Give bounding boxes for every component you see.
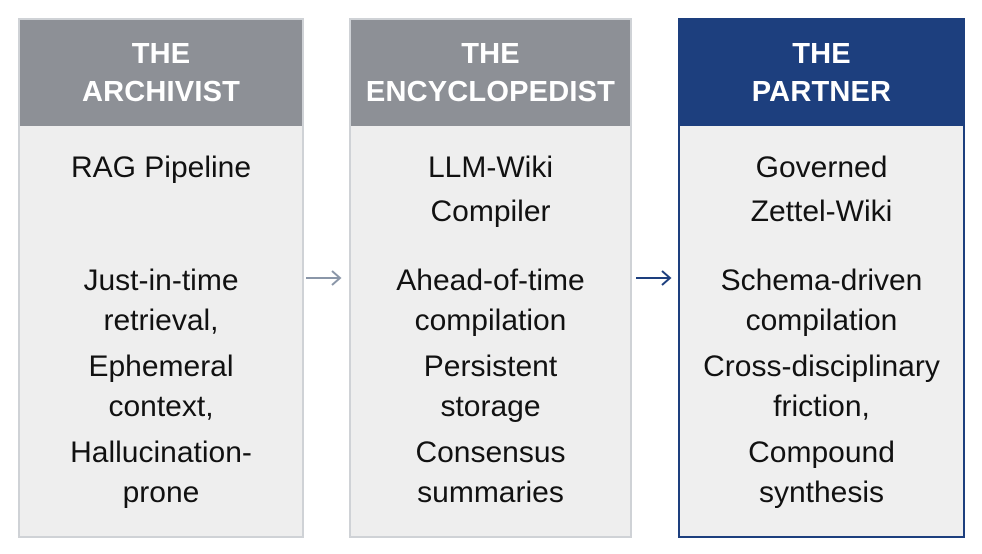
title-line: LLM-Wiki [428,151,553,184]
list-item-line: retrieval, [103,304,219,337]
list-item: Ahead-of-time compilation [351,261,630,341]
arrow-right-icon [306,270,342,286]
list-item-line: Compound [748,436,895,469]
column-body: Just-in-time retrieval, Ephemeral contex… [20,261,302,519]
list-item-line: Cross-disciplinary [703,350,940,383]
header-line: THE [792,38,851,70]
list-item-line: compilation [745,304,898,337]
column-body: Ahead-of-time compilation Persistent sto… [351,261,630,519]
list-item: Persistent storage [351,347,630,427]
column-title: LLM-Wiki Compiler [351,146,630,234]
title-line: Compiler [430,195,551,228]
title-line: Governed [755,151,888,184]
title-line: RAG Pipeline [70,151,252,184]
header-line: PARTNER [751,76,892,108]
header-line: THE [461,38,520,70]
list-item-line: context, [108,390,214,423]
column-title: RAG Pipeline [20,146,302,190]
list-item-line: Persistent [423,350,558,383]
column-title: Governed Zettel-Wiki [680,146,963,234]
column-partner: THE PARTNER Governed Zettel-Wiki Schema-… [678,18,965,538]
list-item-line: friction, [773,390,870,423]
list-item-line: Ephemeral [88,350,234,383]
list-item: Schema-driven compilation [680,261,963,341]
header-line: ARCHIVIST [81,76,241,108]
column-archivist: THE ARCHIVIST RAG Pipeline Just-in-time … [18,18,304,538]
list-item-line: prone [122,476,200,509]
list-item: Compound synthesis [680,433,963,513]
list-item-line: storage [440,390,541,423]
list-item: Just-in-time retrieval, [20,261,302,341]
list-item-line: Consensus [415,436,566,469]
arrow-right-icon [636,270,672,286]
list-item: Consensus summaries [351,433,630,513]
column-header: THE ARCHIVIST [20,20,302,126]
list-item-line: compilation [414,304,567,337]
list-item: Ephemeral context, [20,347,302,427]
list-item-line: Schema-driven [720,264,923,297]
list-item-line: Just-in-time [83,264,239,297]
column-encyclopedist: THE ENCYCLOPEDIST LLM-Wiki Compiler Ahea… [349,18,632,538]
column-body: Schema-driven compilation Cross-discipli… [680,261,963,519]
header-line: ENCYCLOPEDIST [365,76,616,108]
list-item-line: Hallucination- [70,436,252,469]
column-header: THE PARTNER [680,20,963,126]
title-line: Zettel-Wiki [750,195,893,228]
list-item-line: Ahead-of-time [396,264,585,297]
list-item: Hallucination- prone [20,433,302,513]
list-item-line: synthesis [758,476,885,509]
list-item-line: summaries [417,476,564,509]
column-header: THE ENCYCLOPEDIST [351,20,630,126]
header-line: THE [131,38,191,70]
list-item: Cross-disciplinary friction, [680,347,963,427]
